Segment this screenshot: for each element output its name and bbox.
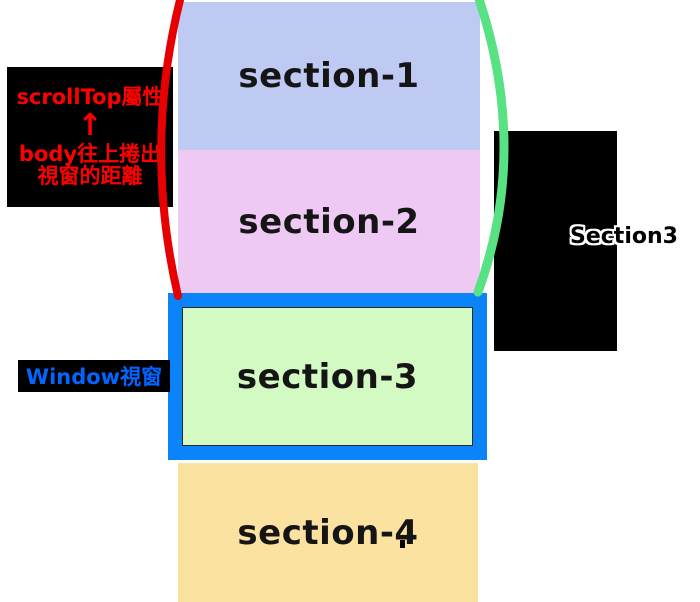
up-arrow-icon: ↑	[77, 107, 103, 143]
section-2-label: section-2	[238, 201, 420, 242]
right-callout-box	[494, 131, 617, 351]
section-1-block: section-1	[178, 2, 480, 150]
scrolltop-callout-line3: 視窗的距離	[37, 164, 143, 189]
section-4-label: section-4	[237, 512, 419, 553]
section-4-block: section-4	[178, 463, 478, 602]
scrolltop-callout-line2: body往上捲出	[18, 141, 162, 166]
window-viewport-frame: section-3	[168, 293, 487, 460]
section-3-block: section-3	[182, 307, 473, 446]
right-callout-label: Section3	[570, 224, 678, 249]
window-callout-box: Window視窗	[18, 360, 170, 392]
scrolltop-callout-box: scrollTop屬性 ↑ body往上捲出 視窗的距離	[7, 67, 173, 207]
section-3-label: section-3	[236, 356, 419, 397]
stray-mark	[400, 540, 405, 548]
window-callout-label: Window視窗	[25, 365, 163, 389]
scrolltop-callout-line1: scrollTop屬性	[16, 84, 164, 109]
section-1-label: section-1	[238, 56, 420, 96]
section-2-block: section-2	[178, 150, 480, 293]
